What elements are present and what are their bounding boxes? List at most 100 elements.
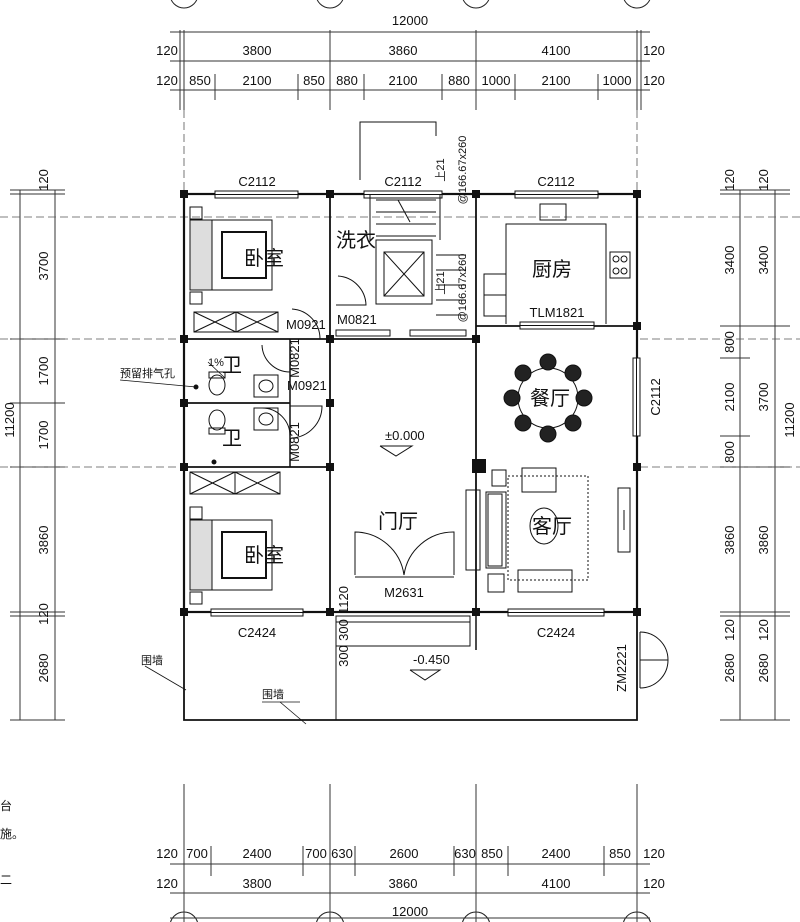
window-label: C2112 <box>537 174 574 189</box>
dim-bottom-detail: 2400 <box>542 846 571 861</box>
dim-bottom-detail: 630 <box>454 846 476 861</box>
dim-right-inner: 2680 <box>722 654 737 683</box>
room-label: 餐厅 <box>530 387 570 410</box>
door-label: M0921 <box>287 378 327 393</box>
window-label: C2424 <box>238 625 276 640</box>
dim-bottom-bay: 4100 <box>542 876 571 891</box>
step-dim: 300 <box>336 619 351 641</box>
wall-note: 围墙 <box>141 653 163 667</box>
stair-note: @166.67x260 <box>457 136 469 205</box>
door-label: M2631 <box>384 585 424 600</box>
dim-right-inner: 800 <box>722 441 737 463</box>
edge-note: 台 <box>0 798 12 813</box>
dim-right-inner: 3860 <box>722 526 737 555</box>
dim-top-detail: 880 <box>448 73 470 88</box>
dim-right-inner: 120 <box>722 619 737 641</box>
dim-right-inner: 3400 <box>722 246 737 275</box>
dimension-lines <box>10 30 790 922</box>
dim-bottom-bay: 120 <box>156 876 178 891</box>
stair-note: @166.67x260 <box>457 254 469 323</box>
doors <box>261 275 669 689</box>
dim-top-detail: 1000 <box>482 73 511 88</box>
dim-right-outer: 120 <box>756 169 771 191</box>
door-label: M0821 <box>287 422 302 462</box>
dim-bottom-total: 12000 <box>392 904 428 919</box>
bed-top <box>189 206 279 333</box>
dim-left-seg: 120 <box>36 603 51 625</box>
dim-bottom-detail: 630 <box>331 846 353 861</box>
room-label: 卫 <box>222 355 242 377</box>
edge-note: 二 <box>0 873 12 887</box>
edge-note: 施。 <box>0 827 24 841</box>
dim-left-seg: 1700 <box>36 421 51 450</box>
stairs <box>335 121 467 337</box>
dim-top-bay: 120 <box>156 43 178 58</box>
stair-note: 上21 <box>434 158 447 181</box>
dim-top-detail: 120 <box>156 73 178 88</box>
dim-right-outer: 2680 <box>756 654 771 683</box>
dim-bottom-detail: 120 <box>156 846 178 861</box>
dim-bottom-bay: 3800 <box>243 876 272 891</box>
dim-top-detail: 1000 <box>603 73 632 88</box>
axis-bubbles <box>170 0 651 922</box>
door-label: ZM2221 <box>614 644 629 692</box>
axis-grid <box>0 110 800 468</box>
dim-bottom-detail: 850 <box>481 846 503 861</box>
dim-left-seg: 1700 <box>36 357 51 386</box>
dim-right-outer: 3700 <box>756 383 771 412</box>
dim-bottom-detail: 700 <box>186 846 208 861</box>
dim-top-bay: 120 <box>643 43 665 58</box>
dim-bottom-detail: 2600 <box>390 846 419 861</box>
dim-bottom-detail: 2400 <box>243 846 272 861</box>
room-label: 卫 <box>222 428 242 450</box>
level-markers <box>379 445 442 681</box>
dim-left-seg: 3700 <box>36 252 51 281</box>
entry-steps <box>335 615 471 720</box>
dim-bottom-bay: 120 <box>643 876 665 891</box>
door-label: M0821 <box>337 312 377 327</box>
room-label: 卧室 <box>244 544 284 567</box>
window-label: C2112 <box>238 174 275 189</box>
living-furniture <box>465 467 631 593</box>
dim-left-seg: 120 <box>36 169 51 191</box>
room-label: 卧室 <box>244 247 284 270</box>
dim-right-outer: 3400 <box>756 246 771 275</box>
dim-left-seg: 2680 <box>36 654 51 683</box>
dim-top-detail: 880 <box>336 73 358 88</box>
dining-table <box>503 353 593 443</box>
dim-left-seg: 3860 <box>36 526 51 555</box>
step-dim: 1120 <box>336 586 351 614</box>
room-label: 门厅 <box>378 510 418 533</box>
dim-top-detail: 2100 <box>243 73 272 88</box>
window-label: TLM1821 <box>530 305 585 320</box>
dim-right-inner: 800 <box>722 331 737 353</box>
bathroom-fixtures <box>193 371 279 465</box>
dim-bottom-bay: 3860 <box>389 876 418 891</box>
dim-top-detail: 2100 <box>389 73 418 88</box>
vent-note: 预留排气孔 <box>120 366 175 380</box>
room-label: 厨房 <box>532 258 572 281</box>
room-label: 客厅 <box>532 515 572 538</box>
window-label: C2112 <box>384 174 421 189</box>
window-label: C2424 <box>537 625 575 640</box>
dim-bottom-detail: 850 <box>609 846 631 861</box>
dim-bottom-detail: 700 <box>305 846 327 861</box>
windows <box>210 190 641 617</box>
bed-bottom <box>189 471 281 605</box>
dim-right-inner: 2100 <box>722 383 737 412</box>
level-hall: ±0.000 <box>385 428 425 443</box>
dim-bottom-detail: 120 <box>643 846 665 861</box>
dim-top-detail: 850 <box>303 73 325 88</box>
kitchen-fixtures <box>483 203 631 324</box>
columns <box>180 190 641 616</box>
dim-top-bay: 3800 <box>243 43 272 58</box>
dim-top-total: 12000 <box>392 13 428 28</box>
room-label: 洗衣 <box>336 229 376 252</box>
dim-right-outer: 3860 <box>756 526 771 555</box>
level-yard: -0.450 <box>413 652 450 667</box>
slope-note: 1% <box>208 357 224 369</box>
dim-right-inner: 120 <box>722 169 737 191</box>
stair-note: 上21 <box>434 271 447 294</box>
dim-right-outer: 120 <box>756 619 771 641</box>
